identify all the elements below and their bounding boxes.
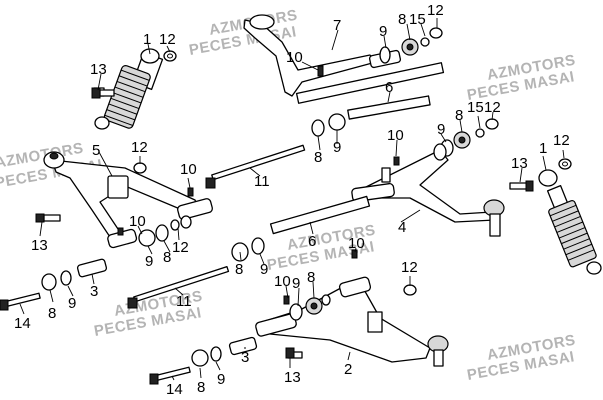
callout-8-center-bushing: 8 bbox=[314, 149, 322, 166]
shaft-6-upper bbox=[347, 95, 431, 120]
callout-9-top-spacer: 9 bbox=[379, 23, 387, 40]
callout-10-left-arm-nipple: 10 bbox=[180, 161, 197, 178]
callout-12-lower-nut: 12 bbox=[401, 259, 418, 276]
callout-9-left-lower-spacer: 9 bbox=[68, 295, 76, 312]
callout-3-left-sleeve: 3 bbox=[90, 283, 98, 300]
callout-8-center-lower-bushing: 8 bbox=[235, 261, 243, 278]
long-bolt-11-upper bbox=[205, 144, 306, 189]
bushing-row-lower-center bbox=[149, 336, 303, 385]
bolt-13-left-arm bbox=[35, 213, 61, 223]
callout-8-right-bushing: 8 bbox=[455, 107, 463, 124]
callout-14-left-bolt: 14 bbox=[14, 315, 31, 332]
callout-13-left-arm-bolt: 13 bbox=[31, 237, 48, 254]
callout-1-right-shock: 1 bbox=[539, 140, 547, 157]
callout-12-right-shock-nut: 12 bbox=[553, 132, 570, 149]
bushing-stack-lower-arm bbox=[283, 294, 331, 321]
callout-8-center-bottom-bushing: 8 bbox=[197, 379, 205, 396]
callout-10-center-nipple: 10 bbox=[387, 127, 404, 144]
callout-1-left-shock: 1 bbox=[143, 31, 151, 48]
leader-lines bbox=[19, 18, 565, 381]
callout-10-lower-nipple: 10 bbox=[348, 235, 365, 252]
callout-9-center-lower-spacer: 9 bbox=[260, 261, 268, 278]
left-shock-absorber bbox=[93, 48, 164, 130]
right-shock-absorber bbox=[538, 169, 602, 275]
callout-10-lower-arm-nipple: 10 bbox=[274, 273, 291, 290]
callout-7-upper-arm: 7 bbox=[333, 17, 341, 34]
grease-nipple-10-top bbox=[317, 65, 324, 77]
callout-9-center-spacer: 9 bbox=[333, 139, 341, 156]
bushing-stack-left-arm bbox=[117, 162, 194, 247]
callout-9-left-arm-spacer: 9 bbox=[145, 253, 153, 270]
callout-12-left-arm-nut: 12 bbox=[131, 139, 148, 156]
callout-12-left-shock-nut: 12 bbox=[159, 31, 176, 48]
shaft-6-lower bbox=[269, 195, 371, 235]
callout-12-right-nut: 12 bbox=[484, 99, 501, 116]
callout-10-left-arm-lower-nipple: 10 bbox=[129, 213, 146, 230]
bushing-stack-top bbox=[379, 27, 443, 64]
callout-12-top-nut: 12 bbox=[427, 2, 444, 19]
callout-9-center-bottom-spacer: 9 bbox=[217, 371, 225, 388]
bushing-row-lower-left bbox=[0, 258, 108, 311]
callout-9-right-spacer: 9 bbox=[437, 121, 445, 138]
callout-9-lower-arm-spacer: 9 bbox=[292, 275, 300, 292]
nut-12-shock-top bbox=[163, 50, 177, 62]
callout-8-lower-arm-bushing: 8 bbox=[307, 269, 315, 286]
callout-labels: 1 12 13 7 10 9 8 15 12 6 10 9 8 15 12 5 … bbox=[14, 2, 570, 398]
callout-3-center-sleeve: 3 bbox=[241, 349, 249, 366]
upper-a-arm-4 bbox=[351, 143, 505, 237]
callout-6-lower-shaft: 6 bbox=[308, 233, 316, 250]
callout-13-left-shock-bolt: 13 bbox=[90, 61, 107, 78]
callout-13-right-shock-bolt: 13 bbox=[511, 155, 528, 172]
callout-12-left-arm-lower-nut: 12 bbox=[172, 239, 189, 256]
callout-8-left-lower-bushing: 8 bbox=[48, 305, 56, 322]
callout-2-lower-arm: 2 bbox=[344, 361, 352, 378]
bolt-13-right-shock bbox=[509, 180, 534, 192]
callout-8-top-bushing: 8 bbox=[398, 11, 406, 28]
callout-13-lower-arm-bolt: 13 bbox=[284, 369, 301, 386]
callout-11-upper-long-bolt: 11 bbox=[254, 173, 270, 190]
bushing-stack-upper-center bbox=[311, 113, 499, 166]
nut-12-right-shock bbox=[558, 158, 572, 170]
callout-11-lower-long-bolt: 11 bbox=[176, 293, 192, 310]
callout-15-right-washer: 15 bbox=[467, 99, 484, 116]
callout-8-left-arm-bushing: 8 bbox=[163, 249, 171, 266]
bolt-13-shock-top bbox=[91, 87, 115, 99]
callout-10-top-nipple: 10 bbox=[286, 49, 303, 66]
callout-5-left-arm: 5 bbox=[92, 142, 100, 159]
long-bolt-11-lower bbox=[127, 265, 230, 309]
upper-a-arm-5 bbox=[43, 151, 213, 249]
callout-4-right-arm: 4 bbox=[398, 219, 406, 236]
callout-6-upper-shaft: 6 bbox=[385, 79, 393, 96]
callout-14-center-bolt: 14 bbox=[166, 381, 183, 398]
upper-a-arm-7 bbox=[243, 14, 445, 104]
callout-15-top-washer: 15 bbox=[409, 11, 426, 28]
